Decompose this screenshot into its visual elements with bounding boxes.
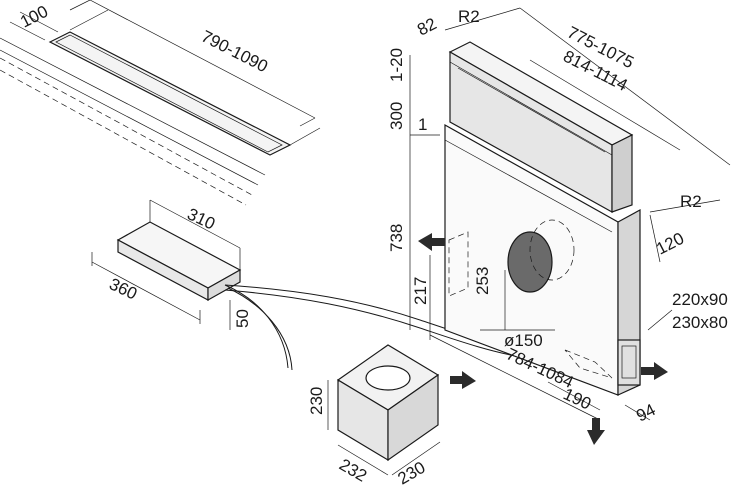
arrow-left-icon (418, 233, 445, 251)
unit-depth-label: 82 (414, 14, 439, 40)
motor-block (327, 344, 441, 476)
motor-width-label: 232 (336, 455, 370, 486)
body-height-label: 738 (387, 224, 406, 252)
arrow-icons (418, 233, 668, 445)
gap-one-label: 1 (418, 115, 427, 134)
box-height-label: 50 (233, 309, 252, 328)
outlet-a-label: 220x90 (672, 290, 728, 309)
motor-height-label: 230 (307, 387, 326, 415)
outlet-b-label: 230x80 (672, 313, 728, 332)
arrow-into-motor-icon (450, 371, 476, 389)
unit-dimension-lines (409, 7, 731, 421)
unit-height-adj-label: 1-20 (387, 48, 406, 82)
base-offset-label: 190 (560, 384, 594, 413)
cutout-drawing (0, 0, 321, 206)
duct-diameter-label: ø150 (504, 331, 543, 350)
radius-top-label: R2 (458, 7, 480, 26)
vent-height-b-label: 253 (473, 267, 492, 295)
base-depth-label: 94 (633, 400, 658, 426)
control-box (91, 199, 242, 330)
vent-height-a-label: 217 (411, 277, 430, 305)
radius-side-label: R2 (680, 192, 702, 211)
arrow-down-icon (587, 418, 605, 445)
cutout-depth-label: 100 (17, 2, 51, 32)
lift-height-label: 300 (387, 102, 406, 130)
arrow-right-icon (641, 362, 668, 380)
box-width-label: 360 (106, 274, 140, 303)
downdraft-unit (444, 41, 641, 396)
box-length-label: 310 (184, 204, 218, 233)
motor-depth-label: 230 (395, 458, 429, 489)
cutout-width-label: 790-1090 (198, 27, 271, 77)
